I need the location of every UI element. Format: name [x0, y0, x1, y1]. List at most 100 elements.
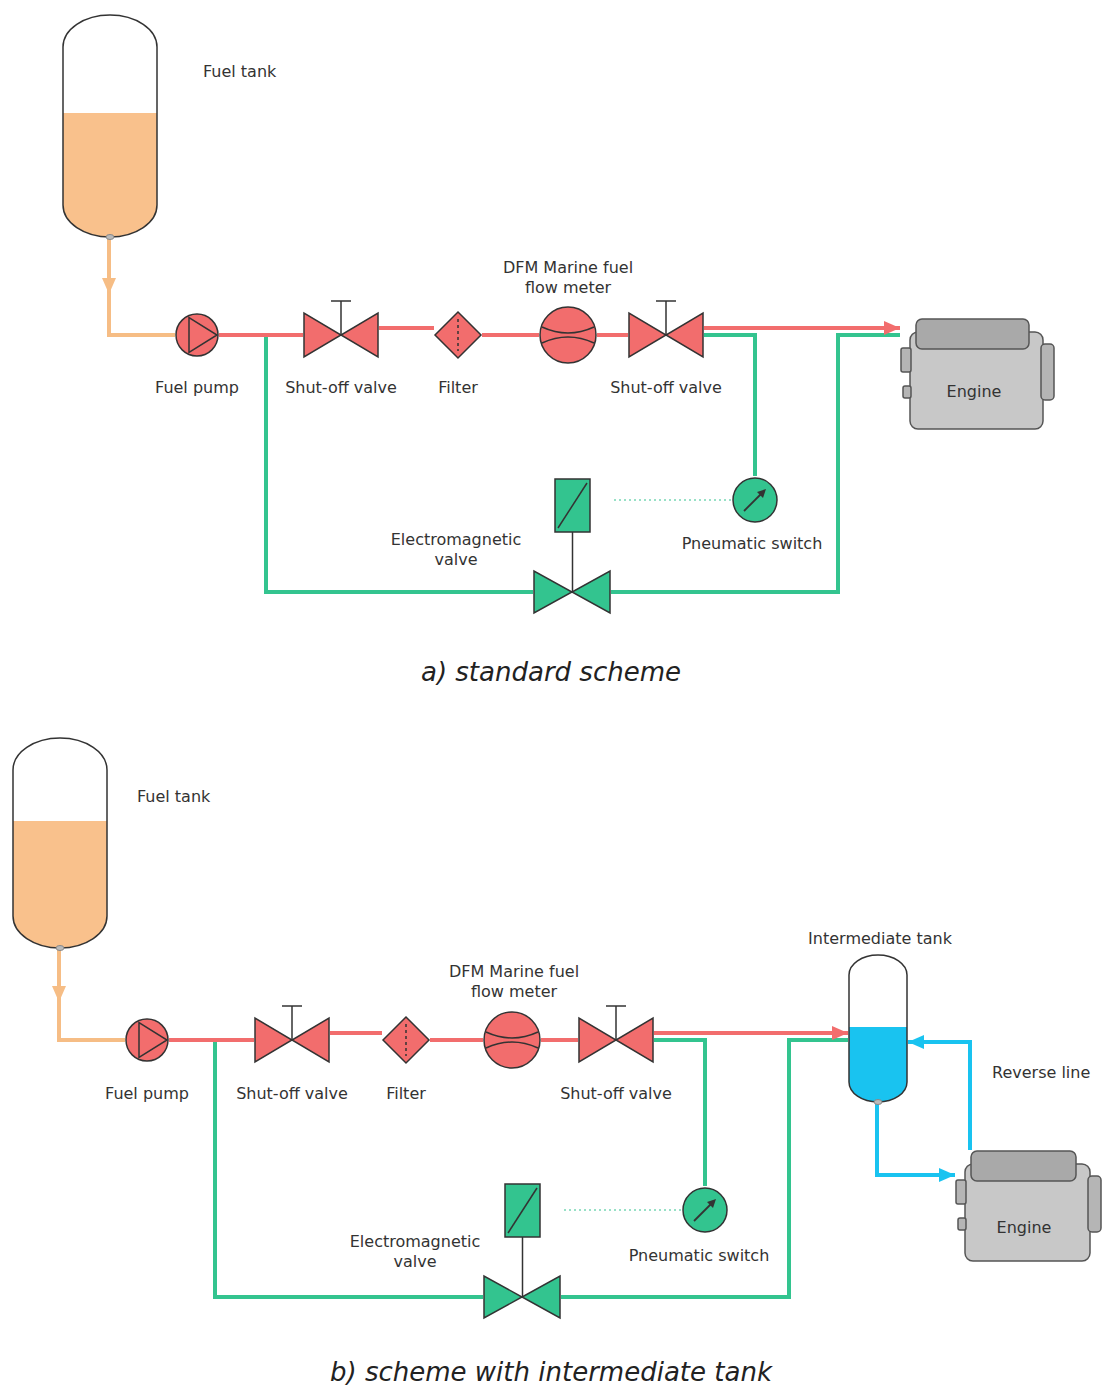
intermediate-tank-symbol	[848, 955, 908, 1102]
component-label: Shut-off valve	[610, 378, 722, 398]
component-label: DFM Marine fuel flow meter	[439, 962, 589, 1002]
line-path	[330, 1031, 382, 1035]
component-label: Shut-off valve	[285, 378, 397, 398]
fuel-pump-symbol	[175, 313, 219, 357]
component-label: Fuel pump	[155, 378, 239, 398]
fuel-line	[52, 948, 125, 1040]
flow-meter-symbol	[483, 1011, 541, 1069]
component-label: Engine	[997, 1218, 1052, 1238]
line-path	[561, 1040, 848, 1297]
line-path	[379, 326, 434, 330]
line-path	[430, 1038, 483, 1042]
flow-meter-symbol	[539, 306, 597, 364]
scheme-caption: b) scheme with intermediate tank	[330, 1357, 772, 1387]
component-label: Electromagnetic valve	[381, 530, 531, 570]
line-path	[597, 333, 628, 337]
flow-meter: DFM Marine fuel flow meter	[483, 1011, 541, 1069]
shut-off-valve-symbol	[303, 297, 379, 359]
fuel-line	[704, 335, 755, 476]
electromagnetic-valve-symbol	[483, 1183, 561, 1319]
pneumatic-switch: Pneumatic switch	[681, 1186, 729, 1234]
arrow-head	[52, 986, 66, 1002]
fuel-line	[379, 328, 434, 329]
shut-off-valve-symbol	[254, 1002, 330, 1064]
component-label: Fuel tank	[203, 62, 276, 82]
component-label: Pneumatic switch	[682, 534, 823, 554]
component-label: Pneumatic switch	[629, 1246, 770, 1266]
component-label: Electromagnetic valve	[340, 1232, 490, 1272]
arrow-head	[832, 1026, 848, 1040]
engine-symbol	[900, 318, 1055, 430]
line-path	[219, 335, 533, 592]
fuel-line	[908, 1035, 970, 1150]
fuel-tank: Fuel tank	[62, 15, 158, 237]
engine-symbol	[955, 1150, 1102, 1262]
fuel-tank-symbol	[62, 15, 158, 237]
filter: Filter	[382, 1016, 430, 1064]
arrow-head	[908, 1035, 924, 1049]
intermediate-tank: Intermediate tank	[848, 955, 908, 1102]
line-path	[704, 335, 755, 476]
filter-symbol	[382, 1016, 430, 1064]
component-label: Fuel pump	[105, 1084, 189, 1104]
component-label: Intermediate tank	[808, 929, 952, 949]
fuel-line	[597, 335, 628, 336]
pneumatic-switch-symbol	[681, 1186, 729, 1234]
shut-off-valve-symbol	[578, 1002, 654, 1064]
component-label: Shut-off valve	[236, 1084, 348, 1104]
pneumatic-switch: Pneumatic switch	[731, 476, 779, 524]
fuel-line	[102, 237, 175, 335]
arrow-head	[884, 321, 900, 335]
scheme-caption: a) standard scheme	[421, 657, 681, 687]
fuel-line	[219, 335, 303, 336]
shut-off-valve: Shut-off valve	[628, 297, 704, 359]
line-label: Reverse line	[990, 1063, 1092, 1083]
electromagnetic-valve: Electromagnetic valve	[533, 478, 611, 614]
fuel-line	[611, 500, 731, 501]
fuel-line	[169, 1040, 254, 1041]
line-path	[169, 1038, 254, 1042]
fuel-line	[561, 1040, 848, 1297]
fuel-line	[541, 1040, 578, 1041]
engine: Engine	[955, 1150, 1102, 1262]
component-label: Filter	[386, 1084, 426, 1104]
line-path	[541, 1038, 578, 1042]
fuel-line	[611, 335, 900, 592]
fuel-pump: Fuel pump	[175, 313, 219, 357]
fuel-line	[430, 1040, 483, 1041]
fuel-pump: Fuel pump	[125, 1018, 169, 1062]
engine: Engine	[900, 318, 1055, 430]
line-path	[611, 499, 731, 500]
line-path	[219, 333, 303, 337]
component-label: DFM Marine fuel flow meter	[493, 258, 643, 298]
filter: Filter	[434, 311, 482, 359]
pneumatic-switch-symbol	[731, 476, 779, 524]
fuel-tank-symbol	[12, 738, 108, 948]
fuel-line	[654, 1040, 705, 1186]
electromagnetic-valve-symbol	[533, 478, 611, 614]
line-path	[877, 1102, 955, 1175]
component-label: Fuel tank	[137, 787, 210, 807]
line-path	[611, 335, 900, 592]
fuel-line	[561, 1210, 681, 1211]
shut-off-valve: Shut-off valve	[303, 297, 379, 359]
line-path	[654, 1031, 848, 1035]
component-label: Shut-off valve	[560, 1084, 672, 1104]
filter-symbol	[434, 311, 482, 359]
line-path	[654, 1040, 705, 1186]
electromagnetic-valve: Electromagnetic valve	[483, 1183, 561, 1319]
flow-meter: DFM Marine fuel flow meter	[539, 306, 597, 364]
fuel-line	[877, 1102, 955, 1182]
line-path	[109, 237, 175, 335]
fuel-tank: Fuel tank	[12, 738, 108, 948]
line-path	[561, 1209, 681, 1210]
shut-off-valve-symbol	[628, 297, 704, 359]
line-path	[908, 1042, 970, 1150]
line-path	[59, 948, 125, 1040]
fuel-line	[654, 1026, 848, 1040]
line-path	[704, 326, 900, 330]
component-label: Engine	[947, 382, 1002, 402]
component-label: Filter	[438, 378, 478, 398]
